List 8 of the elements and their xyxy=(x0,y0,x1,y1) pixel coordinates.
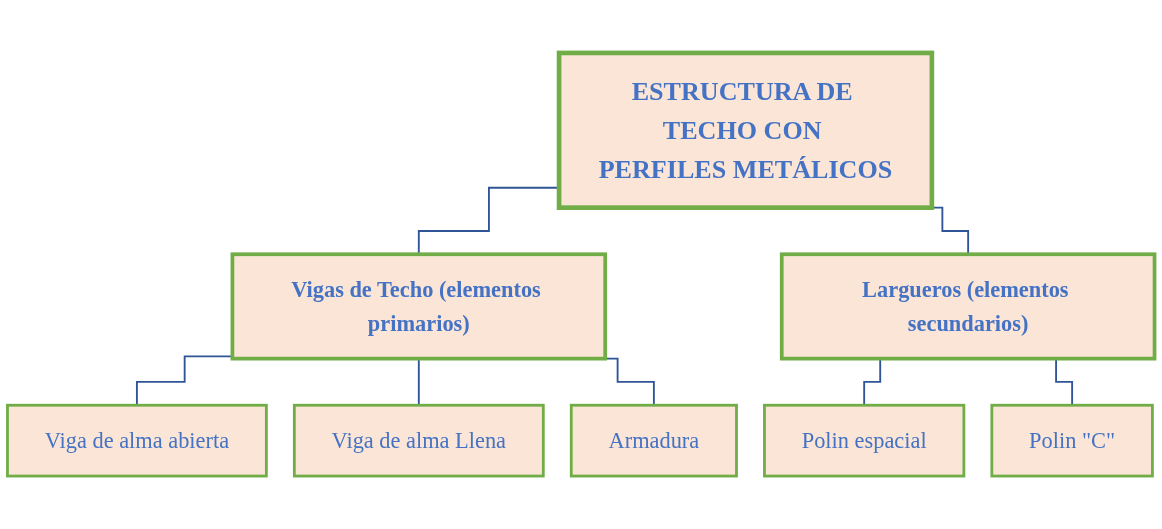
node-box: Largueros (elementos secundarios) xyxy=(779,252,1157,361)
node-box: Viga de alma Llena xyxy=(292,403,545,478)
node-box: Armadura xyxy=(569,403,738,478)
node-box: Polin espacial xyxy=(763,403,966,478)
node-box: Vigas de Techo (elementos primarios) xyxy=(230,252,608,361)
node-box: Polin "C" xyxy=(990,403,1154,478)
node-box: Viga de alma abierta xyxy=(6,403,268,478)
node-box: ESTRUCTURA DE TECHO CON PERFILES METÁLICOS xyxy=(556,50,935,210)
